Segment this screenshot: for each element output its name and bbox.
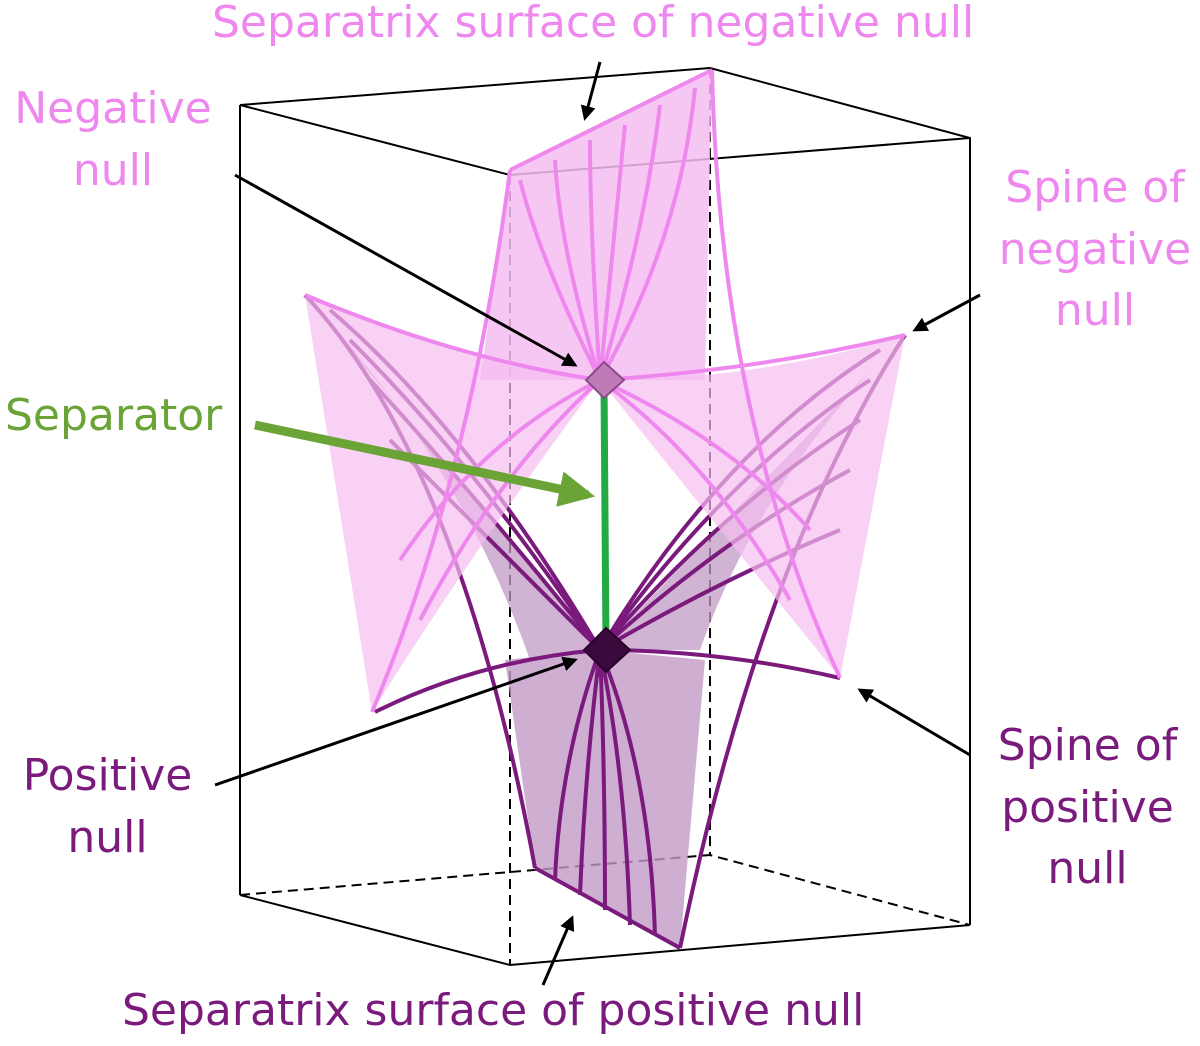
separator-arrow	[254, 420, 596, 507]
negative-separatrix-surface	[304, 68, 906, 713]
label-negative-null: Negative null	[14, 83, 212, 196]
separator-line	[600, 384, 610, 646]
label-separatrix-surface-positive: Separatrix surface of positive null	[122, 985, 865, 1036]
label-separator: Separator	[5, 390, 223, 441]
annotation-arrows	[214, 61, 981, 986]
label-positive-null: Positive null	[22, 750, 193, 863]
label-spine-negative-null: Spine of negative null	[998, 162, 1192, 337]
negative-null-marker	[584, 360, 626, 400]
label-spine-positive-null: Spine of positive null	[997, 720, 1178, 895]
positive-null-marker	[582, 626, 632, 674]
label-separatrix-surface-negative: Separatrix surface of negative null	[212, 0, 975, 48]
